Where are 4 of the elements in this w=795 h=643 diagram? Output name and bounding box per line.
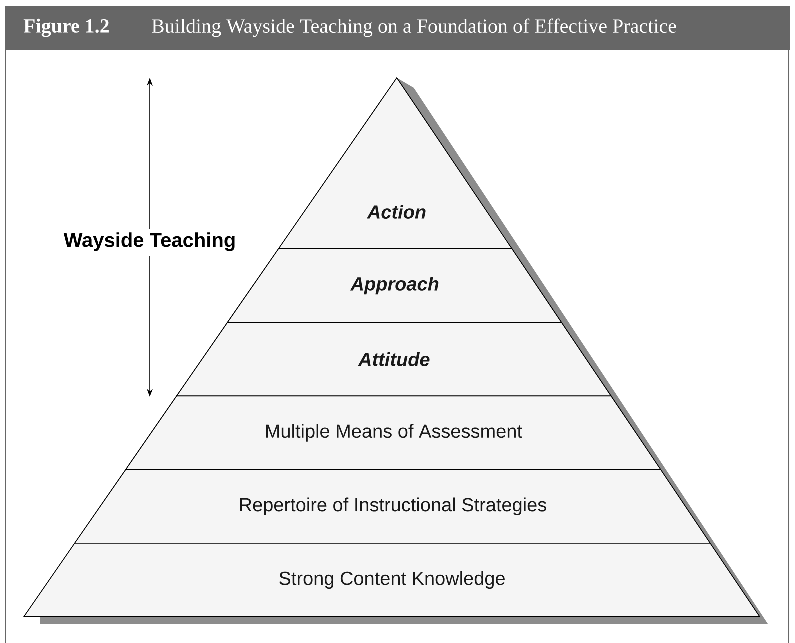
pyramid-layer: Repertoire of Instructional Strategies <box>74 469 712 544</box>
header-bar: Figure 1.2 Building Wayside Teaching on a Foundation of Effective Practice <box>5 6 790 50</box>
label: Wayside Teaching <box>64 232 235 252</box>
pyramid-layer: Multiple Means of Assessment <box>125 396 662 470</box>
